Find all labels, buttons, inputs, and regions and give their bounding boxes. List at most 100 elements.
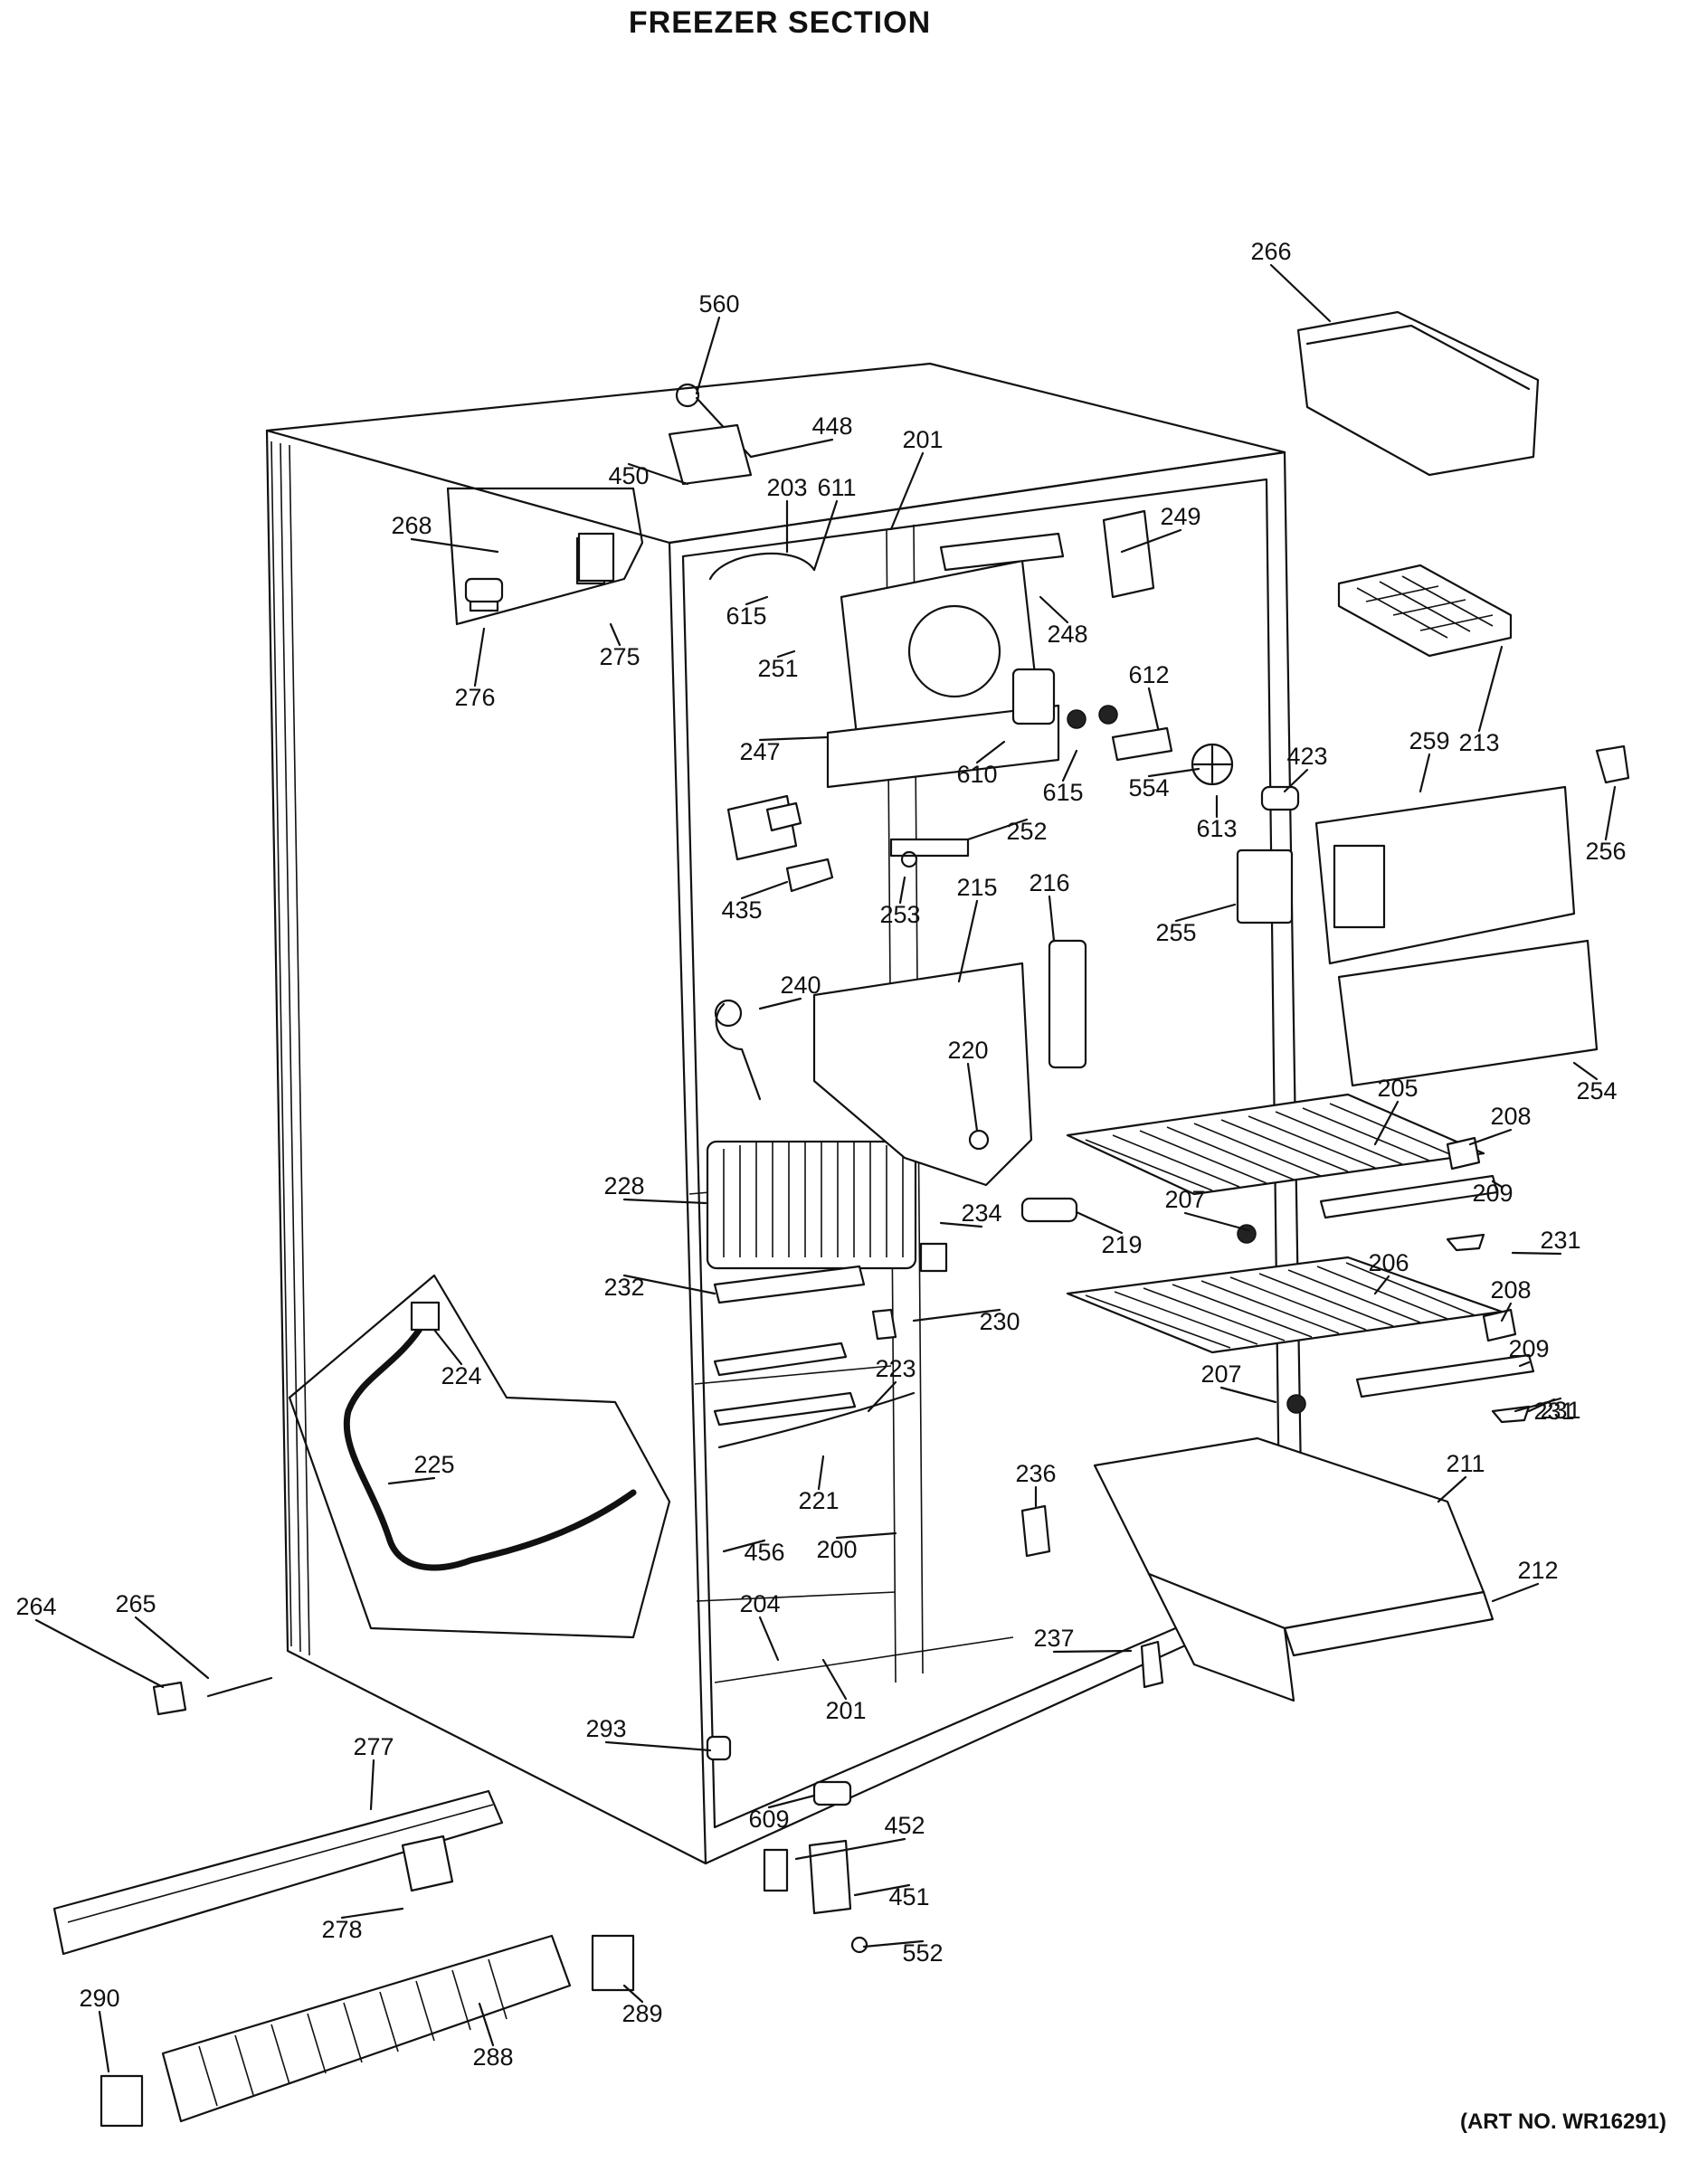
part-label-256: 256 (1585, 838, 1626, 865)
part-label-221: 221 (798, 1487, 839, 1514)
leader-line-256 (1604, 785, 1617, 841)
leader-line-611 (812, 499, 839, 572)
part-label-231: 231 (1540, 1227, 1580, 1254)
part-label-435: 435 (721, 896, 762, 924)
leader-line-268 (410, 537, 499, 554)
part-label-451: 451 (888, 1883, 929, 1910)
leader-line-230 (912, 1308, 1001, 1323)
leader-line-265 (134, 1616, 210, 1680)
leader-line-209 (1518, 1360, 1531, 1368)
part-label-211: 211 (1446, 1450, 1485, 1477)
part-label-208: 208 (1490, 1103, 1531, 1130)
leader-line-264 (34, 1618, 165, 1689)
freezer-shelf-assembly (1314, 785, 1599, 1087)
part-label-610: 610 (956, 761, 997, 788)
part-label-290: 290 (79, 1985, 119, 2012)
leader-line-448 (749, 438, 834, 459)
part-label-249: 249 (1160, 503, 1200, 530)
leader-line-554 (1147, 767, 1200, 778)
leader-line-255 (1174, 903, 1237, 923)
part-label-552: 552 (902, 1939, 943, 1967)
part-label-207: 207 (1164, 1186, 1205, 1213)
leader-line-610 (975, 740, 1006, 764)
part-label-234: 234 (961, 1199, 1001, 1227)
leader-line-201 (889, 451, 925, 531)
fan-cover (812, 559, 1060, 1187)
part-label-255: 255 (1155, 919, 1196, 946)
freezer-basket (1093, 1436, 1494, 1702)
leader-line-234 (939, 1221, 983, 1228)
part-label-207: 207 (1200, 1360, 1241, 1388)
leader-line-220 (966, 1062, 979, 1133)
leader-line-293 (604, 1740, 712, 1752)
leader-line-251 (776, 649, 796, 659)
part-label-201: 201 (902, 426, 943, 453)
leader-line-215 (957, 899, 979, 983)
part-label-206: 206 (1368, 1249, 1409, 1276)
wire-shelf-upper (1066, 1093, 1499, 1219)
leader-line-212 (1491, 1582, 1540, 1603)
leader-line-225 (387, 1476, 436, 1485)
part-label-288: 288 (472, 2043, 513, 2071)
part-label-219: 219 (1101, 1231, 1142, 1258)
leader-line-266 (1269, 263, 1332, 323)
leader-line-223 (867, 1380, 897, 1413)
leader-line-207 (1183, 1211, 1250, 1232)
part-label-204: 204 (739, 1590, 780, 1617)
part-label-231: 231 (1540, 1397, 1580, 1424)
leader-line-216 (1048, 895, 1056, 943)
part-label-254: 254 (1576, 1077, 1617, 1104)
leader-line-237 (1052, 1649, 1133, 1654)
leader-line-228 (622, 1198, 707, 1205)
part-label-615: 615 (1042, 779, 1083, 806)
part-label-609: 609 (748, 1806, 789, 1833)
leader-line-219 (1075, 1210, 1124, 1235)
leader-line-452 (794, 1837, 906, 1861)
leader-line-615 (1061, 749, 1078, 782)
leader-line-278 (340, 1907, 404, 1920)
part-label-232: 232 (603, 1274, 644, 1301)
part-label-277: 277 (353, 1733, 394, 1760)
leader-line-254 (1572, 1061, 1599, 1081)
toe-grille (161, 1934, 572, 2123)
leader-line-612 (1147, 687, 1160, 730)
leader-line-208 (1500, 1302, 1513, 1323)
leader-line-423 (1283, 768, 1309, 793)
part-label-208: 208 (1490, 1276, 1531, 1304)
leader-line-247 (758, 735, 830, 742)
page-title: FREEZER SECTION (628, 5, 932, 40)
part-label-213: 213 (1458, 729, 1499, 756)
part-label-264: 264 (15, 1593, 56, 1620)
leader-line-290 (98, 2010, 110, 2073)
leader-line-259 (1419, 753, 1431, 793)
ice-tray (1337, 564, 1513, 658)
leader-line-451 (853, 1883, 911, 1897)
part-label-224: 224 (441, 1362, 481, 1389)
leader-line-249 (1120, 528, 1182, 554)
part-label-240: 240 (780, 972, 821, 999)
small-parts (100, 383, 1630, 2128)
part-label-203: 203 (766, 474, 807, 501)
leader-line-204 (758, 1616, 780, 1662)
wire-shelf-lower (1066, 1256, 1535, 1398)
leader-line-213 (1477, 645, 1504, 733)
leader-line-253 (898, 876, 906, 905)
leader-line-232 (622, 1274, 716, 1295)
part-label-216: 216 (1029, 869, 1069, 896)
leader-line-277 (369, 1759, 375, 1811)
part-label-560: 560 (698, 290, 739, 318)
part-label-215: 215 (956, 874, 997, 901)
part-label-251: 251 (757, 655, 798, 682)
part-label-289: 289 (622, 2000, 662, 2027)
leader-line-248 (1039, 595, 1069, 624)
part-label-231: 231 (1533, 1398, 1574, 1425)
part-label-237: 237 (1033, 1625, 1074, 1652)
leader-line-240 (758, 997, 802, 1010)
part-label-613: 613 (1196, 815, 1237, 842)
art-number: (ART NO. WR16291) (1459, 2109, 1666, 2134)
part-label-223: 223 (875, 1355, 916, 1382)
leader-line-206 (1373, 1275, 1390, 1295)
leader-line-211 (1437, 1475, 1467, 1503)
part-label-615: 615 (726, 602, 766, 630)
